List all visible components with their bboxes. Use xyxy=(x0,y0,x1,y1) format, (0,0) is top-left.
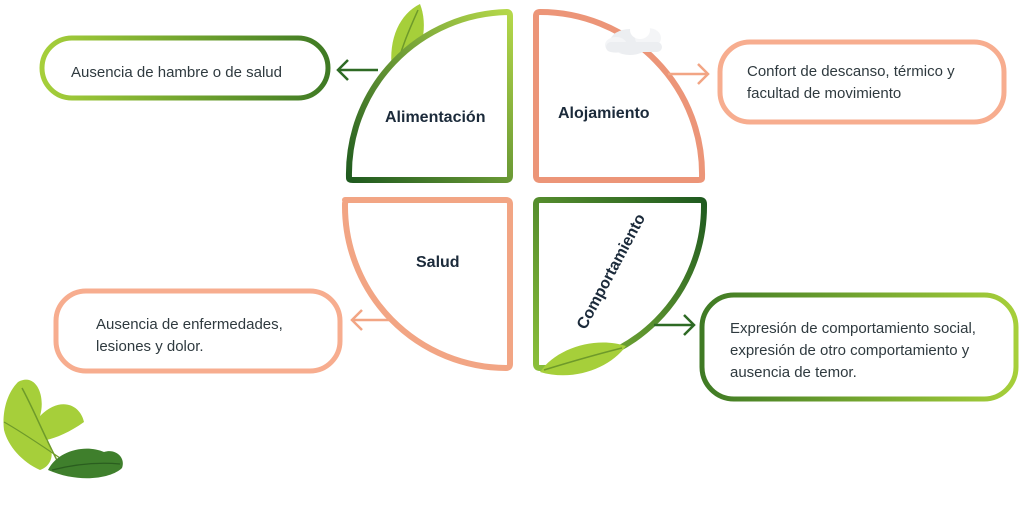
description-salud: Ausencia de enfermedades, lesiones y dol… xyxy=(96,316,283,355)
cloud-icon xyxy=(605,21,662,55)
leaf-icon xyxy=(540,342,626,376)
description-alimentacion: Ausencia de hambre o de salud xyxy=(71,64,282,81)
pill-alimentacion xyxy=(39,35,331,101)
quadrant-label-salud: Salud xyxy=(416,254,460,271)
arrow-left-icon xyxy=(350,309,392,331)
pill-salud xyxy=(53,288,343,374)
quadrant-alimentacion xyxy=(345,9,513,183)
pill-comportamiento xyxy=(699,292,1019,402)
description-alojamiento: Confort de descanso, térmico y facultad … xyxy=(747,63,955,102)
arrow-right-icon xyxy=(668,63,710,85)
pill-alojamiento xyxy=(717,39,1007,125)
description-comportamiento: Expresión de comportamiento social, expr… xyxy=(730,320,976,381)
quadrant-salud xyxy=(341,197,513,371)
arrow-right-icon xyxy=(654,314,696,336)
quadrant-comportamiento xyxy=(533,197,708,372)
arrow-left-icon xyxy=(336,59,378,81)
quadrant-label-alimentacion: Alimentación xyxy=(385,109,486,126)
quadrant-label-alojamiento: Alojamiento xyxy=(558,105,650,122)
leaf-icon xyxy=(48,448,123,479)
